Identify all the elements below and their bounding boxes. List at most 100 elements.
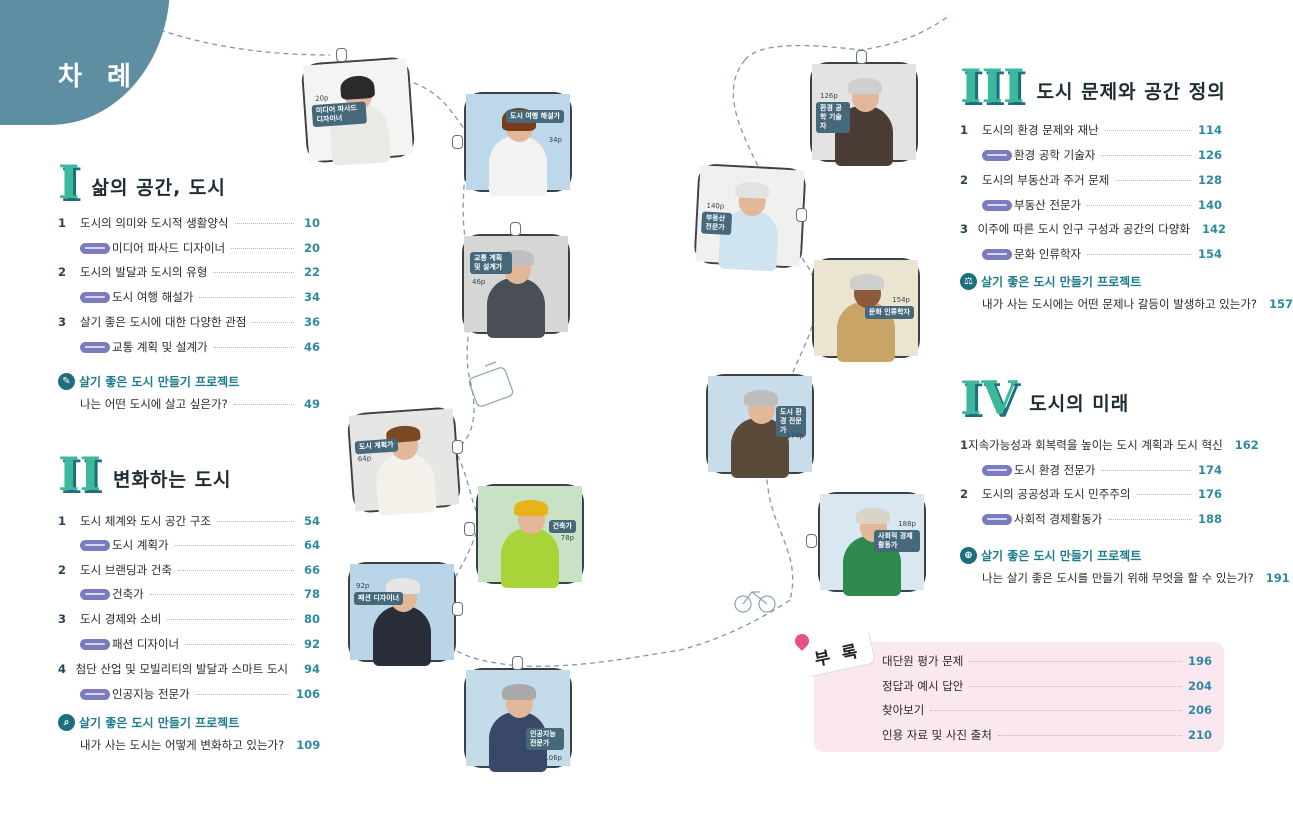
toc-subrow[interactable]: 건축가 78 (58, 586, 320, 602)
section-1-heading: I 삶의 공간, 도시 (58, 159, 226, 205)
toc-row[interactable]: 2 도시의 부동산과 주거 문제 128 (960, 172, 1222, 188)
leader-dots (167, 618, 294, 620)
leader-dots (969, 660, 1182, 662)
leader-dots (213, 271, 294, 273)
project-title: 살기 좋은 도시 만들기 프로젝트 (981, 549, 1142, 563)
project-title: 살기 좋은 도시 만들기 프로젝트 (79, 716, 240, 730)
row-title: 문화 인류학자 (1014, 247, 1082, 261)
row-title: 도시 경제와 소비 (80, 612, 162, 626)
row-page: 36 (303, 315, 320, 329)
leader-dots (174, 544, 294, 546)
row-title: 도시 계획가 (112, 538, 169, 552)
appendix-row[interactable]: 찾아보기 206 (882, 702, 1212, 718)
row-title: 미디어 파사드 디자이너 (112, 241, 226, 255)
portrait-label: 부동산 전문가 (701, 211, 733, 236)
toc-subrow[interactable]: 패션 디자이너 92 (58, 636, 320, 652)
portrait-card[interactable]: 92p 패션 디자이너 (348, 562, 456, 666)
row-page: 142 (1202, 222, 1227, 236)
row-title: 도시 여행 해설가 (112, 290, 194, 304)
toc-row[interactable]: 2 도시의 발달과 도시의 유형 22 (58, 264, 320, 280)
toc-row[interactable]: 1 도시의 환경 문제와 재난 114 (960, 122, 1222, 138)
portrait-card[interactable]: 인공지능 전문가 106p (464, 668, 572, 772)
toc-subrow[interactable]: 사회적 경제활동가 188 (960, 511, 1222, 527)
appendix-row[interactable]: 정답과 예시 답안 204 (882, 678, 1212, 694)
row-title: 패션 디자이너 (112, 637, 180, 651)
project-row[interactable]: 내가 사는 도시는 어떻게 변화하고 있는가? 109 (80, 737, 320, 753)
card-tab (512, 656, 523, 670)
leader-dots (1104, 129, 1192, 131)
toc-row[interactable]: 1 지속가능성과 회복력을 높이는 도시 계획과 도시 혁신 162 (960, 437, 1259, 453)
portrait-page: 140p (706, 201, 725, 211)
career-badge-icon (80, 291, 110, 303)
career-badge-icon (982, 464, 1012, 476)
toc-row[interactable]: 2 도시의 공공성과 도시 민주주의 176 (960, 486, 1222, 502)
appendix-row[interactable]: 인용 자료 및 사진 출처 210 (882, 727, 1212, 743)
row-page: 34 (303, 290, 320, 304)
project-row[interactable]: 나는 어떤 도시에 살고 싶은가? 49 (80, 396, 320, 412)
row-page: 140 (1197, 198, 1222, 212)
portrait-card[interactable]: 188p 사회적 경제활동가 (818, 492, 926, 596)
toc-row[interactable]: 2 도시 브랜딩과 건축 66 (58, 562, 320, 578)
appendix-row[interactable]: 대단원 평가 문제 196 (882, 653, 1212, 669)
toc-row[interactable]: 1 도시의 의미와 도시적 생활양식 10 (58, 215, 320, 231)
toc-subrow[interactable]: 부동산 전문가 140 (960, 197, 1222, 213)
career-badge-icon (80, 539, 110, 551)
toc-row[interactable]: 3 살기 좋은 도시에 대한 다양한 관점 36 (58, 314, 320, 330)
card-tab (452, 135, 463, 149)
row-number: 4 (58, 662, 67, 676)
row-page: 22 (303, 265, 320, 279)
toc-subrow[interactable]: 인공지능 전문가 106 (58, 686, 320, 702)
row-number: 1 (58, 216, 67, 230)
toc-row[interactable]: 3 도시 경제와 소비 80 (58, 611, 320, 627)
portrait-card[interactable]: 건축가 78p (476, 484, 584, 588)
toc-row[interactable]: 1 도시 체계와 도시 공간 구조 54 (58, 513, 320, 529)
row-page: 80 (303, 612, 320, 626)
row-page: 126 (1197, 148, 1222, 162)
portrait-card[interactable]: 140p 부동산 전문가 (693, 163, 807, 272)
section-2-title: 변화하는 도시 (113, 469, 232, 491)
portrait-label: 도시 여행 해설가 (506, 110, 564, 123)
row-title: 도시 브랜딩과 건축 (80, 563, 172, 577)
section-4-numeral: IV (960, 371, 1018, 425)
leader-dots (1136, 493, 1192, 495)
project-icon: ⌕ (58, 714, 75, 731)
row-title: 인용 자료 및 사진 출처 (882, 728, 992, 742)
row-title: 도시 체계와 도시 공간 구조 (80, 514, 212, 528)
section-2-numeral: II (58, 447, 102, 501)
portrait-card[interactable]: 154p 문화 인류학자 (812, 258, 920, 362)
toc-subrow[interactable]: 환경 공학 기술자 126 (960, 147, 1222, 163)
toc-subrow[interactable]: 교통 계획 및 설계가 46 (58, 339, 320, 355)
toc-row[interactable]: 4 첨단 산업 및 모빌리티의 발달과 스마트 도시 94 (58, 661, 320, 677)
row-page: 109 (296, 738, 321, 752)
leader-dots (234, 222, 294, 224)
toc-subrow[interactable]: 도시 계획가 64 (58, 537, 320, 553)
project-row[interactable]: 내가 사는 도시에는 어떤 문제나 갈등이 발생하고 있는가? 157 (982, 296, 1293, 312)
row-page: 128 (1197, 173, 1222, 187)
toc-subrow[interactable]: 도시 환경 전문가 174 (960, 462, 1222, 478)
toc-subrow[interactable]: 미디어 파사드 디자이너 20 (58, 240, 320, 256)
leader-dots (233, 403, 294, 405)
portrait-card[interactable]: 도시 여행 해설가 34p (464, 92, 572, 196)
project-row[interactable]: 나는 살기 좋은 도시를 만들기 위해 무엇을 할 수 있는가? 191 (982, 570, 1290, 586)
row-page: 154 (1197, 247, 1222, 261)
section-4-heading: IV 도시의 미래 (960, 371, 1129, 425)
career-badge-icon (982, 199, 1012, 211)
row-title: 대단원 평가 문제 (882, 654, 964, 668)
row-title: 첨단 산업 및 모빌리티의 발달과 스마트 도시 (75, 662, 288, 676)
toc-subrow[interactable]: 도시 여행 해설가 34 (58, 289, 320, 305)
portrait-card[interactable]: 교통 계획 및 설계가 46p (462, 234, 570, 338)
portrait-card[interactable]: 도시 계획가 64p (346, 406, 462, 516)
row-number: 1 (58, 514, 67, 528)
card-tab (510, 222, 521, 236)
row-page: 64 (303, 538, 320, 552)
portrait-card[interactable]: 도시 환경 전문가 174p (706, 374, 814, 478)
career-badge-icon (80, 341, 110, 353)
portrait-label: 패션 디자이너 (354, 592, 404, 605)
project-question: 내가 사는 도시에는 어떤 문제나 갈등이 발생하고 있는가? (982, 297, 1258, 311)
career-badge-icon (80, 638, 110, 650)
toc-row[interactable]: 3 이주에 따른 도시 인구 구성과 공간의 다양화 142 (960, 221, 1227, 237)
toc-subrow[interactable]: 문화 인류학자 154 (960, 246, 1222, 262)
portrait-card[interactable]: 20p 미디어 파사드 디자이너 (300, 56, 416, 166)
portrait-card[interactable]: 126p 환경 공학 기술자 (810, 62, 918, 166)
career-badge-icon (80, 688, 110, 700)
